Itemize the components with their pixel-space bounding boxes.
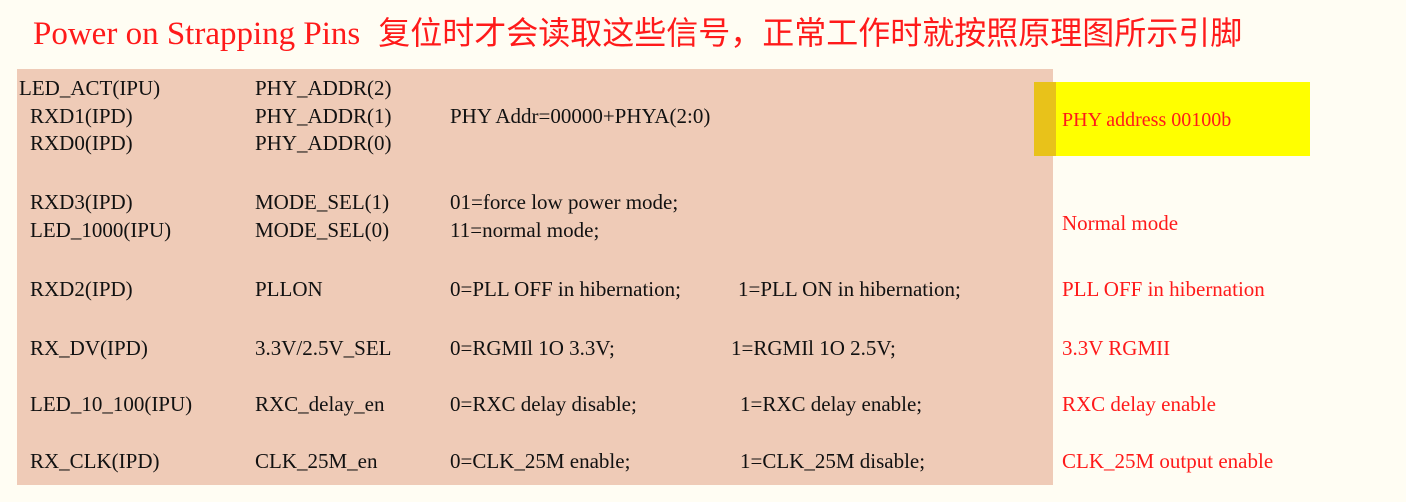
description-alt: 1=CLK_25M disable; [740,449,926,473]
description: 0=RGMIl 1O 3.3V; [450,336,615,360]
title-english: Power on Strapping Pins [33,16,361,52]
pin-name: LED_10_100(IPU) [30,392,193,416]
signal-name: CLK_25M_en [255,449,378,473]
strapping-table [17,69,1053,485]
title-chinese: 复位时才会读取这些信号，正常工作时就按照原理图所示引脚 [378,14,1243,52]
signal-name: PHY_ADDR(0) [255,131,392,155]
note-mode: Normal mode [1062,211,1179,235]
note-rgmii: 3.3V RGMII [1062,336,1171,360]
signal-name: 3.3V/2.5V_SEL [255,336,392,360]
description-alt: 1=RXC delay enable; [740,392,923,416]
signal-name: MODE_SEL(0) [255,218,390,242]
pin-name: RXD2(IPD) [30,277,133,301]
description-alt: 1=PLL ON in hibernation; [738,277,961,301]
page-title: Power on Strapping Pins 复位时才会读取这些信号，正常工作… [33,8,1242,54]
highlight-box [1034,82,1310,156]
note-pll: PLL OFF in hibernation [1062,277,1265,301]
signal-name: PHY_ADDR(2) [255,76,392,100]
note-rxc: RXC delay enable [1062,392,1216,416]
description: 0=CLK_25M enable; [450,449,631,473]
pin-name: LED_ACT(IPU) [19,76,161,100]
description: 0=PLL OFF in hibernation; [450,277,681,301]
note-clk: CLK_25M output enable [1062,449,1274,473]
description: 11=normal mode; [450,218,600,242]
description-alt: 1=RGMIl 1O 2.5V; [731,336,896,360]
pin-name: RX_CLK(IPD) [30,449,160,473]
signal-name: PLLON [255,277,323,301]
pin-name: RXD1(IPD) [30,104,133,128]
description: PHY Addr=00000+PHYA(2:0) [450,104,711,128]
note-phy-address: PHY address 00100b [1062,109,1232,131]
pin-name: RXD3(IPD) [30,190,133,214]
description: 01=force low power mode; [450,190,679,214]
signal-name: MODE_SEL(1) [255,190,390,214]
highlight-overlap [1034,82,1056,156]
pin-name: LED_1000(IPU) [30,218,172,242]
signal-name: RXC_delay_en [255,392,385,416]
pin-name: RX_DV(IPD) [30,336,148,360]
description: 0=RXC delay disable; [450,392,637,416]
signal-name: PHY_ADDR(1) [255,104,392,128]
pin-name: RXD0(IPD) [30,131,133,155]
